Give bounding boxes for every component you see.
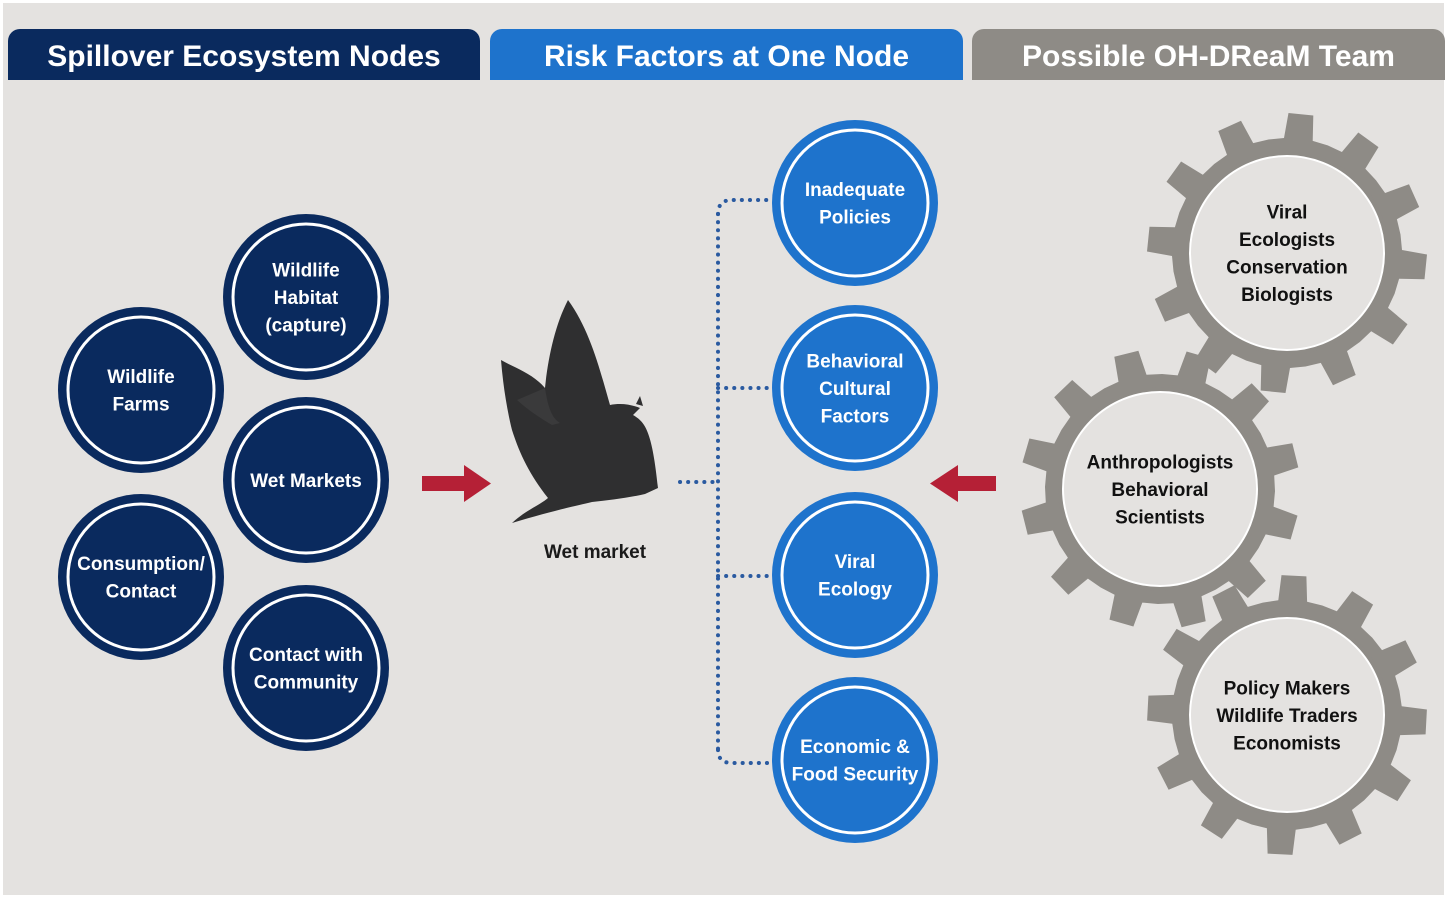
gear-hub	[1191, 157, 1383, 349]
node-contact-community-line: Contact with	[249, 645, 363, 666]
node-wildlife-farms-line: Farms	[112, 395, 169, 416]
risk-economic-food-line: Food Security	[792, 765, 919, 786]
risk-economic-food-line: Economic &	[800, 737, 910, 758]
risk-behavioral-cultural-line: Behavioral	[806, 351, 903, 372]
node-consumption-contact-line: Consumption/	[77, 554, 205, 575]
node-wildlife-habitat-line: (capture)	[265, 315, 346, 336]
gear-policy-line: Policy Makers	[1224, 678, 1351, 699]
node-ring	[231, 222, 381, 372]
node-wet-markets: Wet Markets	[223, 397, 389, 563]
arrow-right-icon	[422, 465, 491, 502]
header-spillover-nodes-label: Spillover Ecosystem Nodes	[47, 40, 441, 73]
gear-hub	[1064, 393, 1256, 585]
gear-anthropologists-line: Scientists	[1115, 507, 1205, 528]
gear-policy-line: Economists	[1233, 733, 1341, 754]
node-wildlife-farms-line: Wildlife	[107, 367, 174, 388]
gear-policy-line: Wildlife Traders	[1216, 706, 1357, 727]
risk-ring	[780, 500, 930, 650]
dotted-connectors	[678, 198, 774, 765]
gear-anthropologists-line: Behavioral	[1111, 480, 1208, 501]
node-ring	[66, 502, 216, 652]
node-circle	[223, 397, 389, 563]
gear-hub	[1191, 619, 1383, 811]
gear-ecologists-line: Ecologists	[1239, 230, 1335, 251]
header-team: Possible OH-DReaM Team	[972, 29, 1445, 80]
node-circle	[58, 494, 224, 660]
node-circle	[223, 585, 389, 751]
risk-circle	[772, 305, 938, 471]
risk-ring	[780, 128, 930, 278]
risk-circle	[772, 677, 938, 843]
gear-ecologists-line: Conservation	[1226, 258, 1347, 279]
bat-icon	[501, 300, 658, 523]
risk-behavioral-cultural-line: Factors	[821, 406, 890, 427]
risk-inadequate-policies-line: Policies	[819, 208, 891, 229]
node-circle	[223, 214, 389, 380]
node-ring	[231, 405, 381, 555]
header-risk-factors-label: Risk Factors at One Node	[543, 40, 910, 73]
gear-ecologists-line: Biologists	[1241, 285, 1333, 306]
node-circle	[58, 307, 224, 473]
risk-circle	[772, 492, 938, 658]
risk-behavioral-cultural-line: Cultural	[819, 379, 891, 400]
node-contact-community-line: Community	[254, 673, 359, 694]
node-consumption-contact-line: Contact	[106, 582, 177, 603]
gear-hub-border	[1185, 613, 1389, 817]
risk-ring	[780, 685, 930, 835]
risk-factor-nodes: InadequatePoliciesBehavioralCulturalFact…	[772, 120, 938, 843]
spillover-nodes: WildlifeHabitat(capture)WildlifeFarmsWet…	[58, 214, 389, 751]
header-risk-factors: Risk Factors at One Node	[490, 29, 963, 80]
header-spillover-nodes: Spillover Ecosystem Nodes	[8, 29, 480, 80]
arrow-left-icon	[930, 465, 996, 502]
team-gears: ViralEcologistsConservationBiologistsAnt…	[1021, 113, 1427, 855]
node-ring	[66, 315, 216, 465]
gear-hub-border	[1185, 151, 1389, 355]
risk-viral-ecology-line: Ecology	[818, 580, 892, 601]
risk-ring	[780, 313, 930, 463]
node-wildlife-habitat-line: Wildlife	[272, 260, 339, 281]
risk-circle	[772, 120, 938, 286]
gear-anthropologists-line: Anthropologists	[1087, 452, 1234, 473]
risk-inadequate-policies-line: Inadequate	[805, 180, 905, 201]
gear-ecologists-line: Viral	[1267, 203, 1308, 224]
gear-hub-border	[1058, 387, 1262, 591]
node-wildlife-habitat-line: Habitat	[274, 288, 339, 309]
header-team-label: Possible OH-DReaM Team	[1022, 40, 1395, 73]
node-wet-markets-line: Wet Markets	[250, 471, 362, 492]
node-ring	[231, 593, 381, 743]
risk-economic-food: Economic & Food Security	[772, 677, 938, 843]
risk-viral-ecology-line: Viral	[835, 552, 876, 573]
wet-market-label: Wet market	[544, 542, 647, 563]
node-consumption-contact: Consumption/Contact	[58, 494, 224, 660]
